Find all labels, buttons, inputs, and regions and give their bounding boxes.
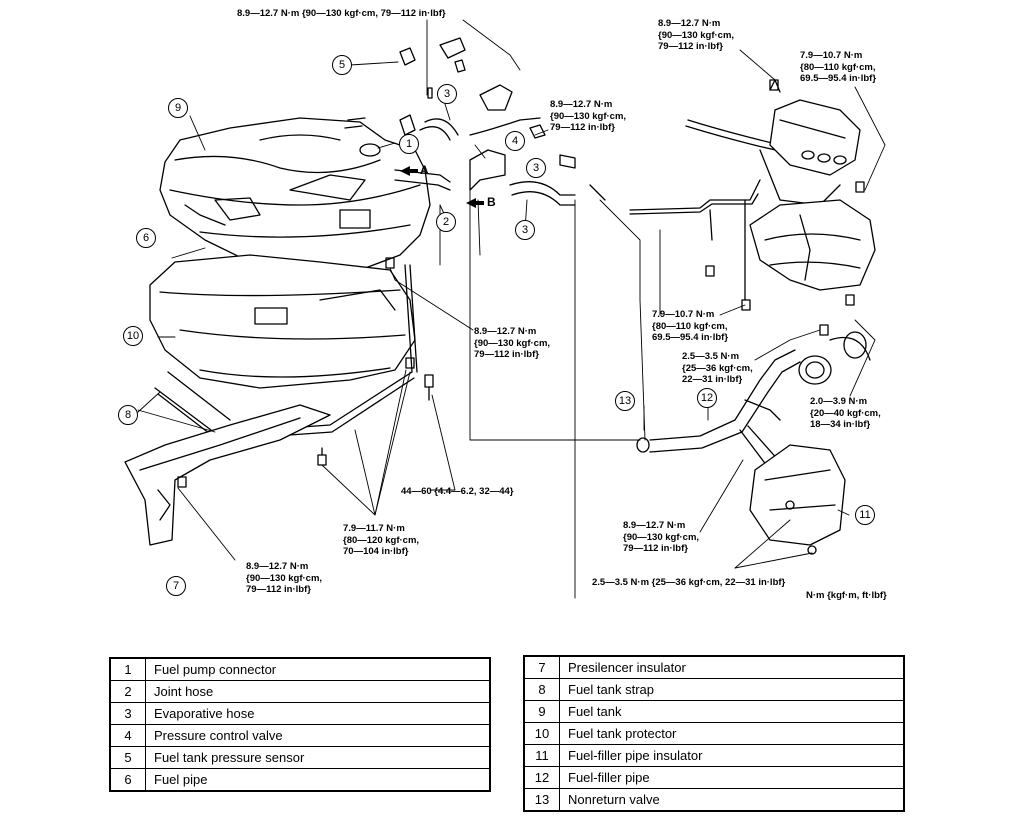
legend-part-name: Nonreturn valve xyxy=(559,788,905,812)
vent-pipe-drawing xyxy=(629,119,781,301)
torque-label-top-right-2: 7.9—10.7 N·m {80—110 kgf·cm, 69.5—95.4 i… xyxy=(800,50,877,84)
legend-part-name: Fuel tank strap xyxy=(559,678,905,701)
legend-number: 9 xyxy=(523,700,560,723)
legend-number: 12 xyxy=(523,766,560,789)
callout-1: 1 xyxy=(399,134,419,154)
callout-3-low: 3 xyxy=(515,220,535,240)
legend-number: 10 xyxy=(523,722,560,745)
callout-10: 10 xyxy=(123,326,143,346)
torque-label-top-center: 8.9—12.7 N·m {90—130 kgf·cm, 79—112 in·l… xyxy=(237,8,446,19)
tank-protector-drawing xyxy=(149,254,416,389)
bolts-drawing xyxy=(177,79,865,488)
legend-part-name: Evaporative hose xyxy=(145,702,491,725)
direction-arrows xyxy=(400,166,484,208)
torque-label-mid-center: 8.9—12.7 N·m {90—130 kgf·cm, 79—112 in·l… xyxy=(474,326,551,360)
callout-13: 13 xyxy=(615,391,635,411)
legend-part-name: Fuel-filler pipe insulator xyxy=(559,744,905,767)
legend-part-name: Pressure control valve xyxy=(145,724,491,747)
presilencer-insulator-drawing xyxy=(124,404,331,546)
legend-number: 2 xyxy=(109,680,146,703)
callout-12: 12 xyxy=(697,388,717,408)
fuel-tank-drawing xyxy=(159,117,431,271)
callout-9: 9 xyxy=(168,98,188,118)
callout-7: 7 xyxy=(166,576,186,596)
legend-number: 7 xyxy=(523,655,560,679)
callout-3-mid: 3 xyxy=(526,158,546,178)
legend-number: 5 xyxy=(109,746,146,769)
legend-part-name: Fuel pipe xyxy=(145,768,491,792)
filler-cap-drawing xyxy=(798,331,871,385)
legend-part-name: Fuel tank pressure sensor xyxy=(145,746,491,769)
callout-8: 8 xyxy=(118,405,138,425)
torque-label-insulator: 8.9—12.7 N·m {90—130 kgf·cm, 79—112 in·l… xyxy=(246,561,323,595)
rear-panel-drawing xyxy=(749,199,876,291)
legend-part-name: Fuel-filler pipe xyxy=(559,766,905,789)
direction-label-b: B xyxy=(487,195,496,209)
callout-4: 4 xyxy=(505,131,525,151)
legend-number: 8 xyxy=(523,678,560,701)
legend-number: 11 xyxy=(523,744,560,767)
torque-label-top-right-1: 8.9—12.7 N·m {90—130 kgf·cm, 79—112 in·l… xyxy=(658,18,735,52)
legend-part-name: Joint hose xyxy=(145,680,491,703)
legend-part-name: Fuel pump connector xyxy=(145,657,491,681)
callout-3-top: 3 xyxy=(437,84,457,104)
torque-label-center-right: 8.9—12.7 N·m {90—130 kgf·cm, 79—112 in·l… xyxy=(550,99,627,133)
legend-part-name: Fuel tank protector xyxy=(559,722,905,745)
evaporative-hoses-drawing xyxy=(344,37,606,206)
legend-number: 3 xyxy=(109,702,146,725)
callout-5: 5 xyxy=(332,55,352,75)
legend-number: 13 xyxy=(523,788,560,812)
torque-label-strap-bolts: 7.9—11.7 N·m {80—120 kgf·cm, 70—104 in·l… xyxy=(343,523,420,557)
legend-number: 1 xyxy=(109,657,146,681)
callout-11: 11 xyxy=(855,505,875,525)
legend-number: 4 xyxy=(109,724,146,747)
legend-part-name: Presilencer insulator xyxy=(559,655,905,679)
legend-number: 6 xyxy=(109,768,146,792)
legend-part-name: Fuel tank xyxy=(559,700,905,723)
direction-label-a: A xyxy=(420,163,429,177)
connection-lines xyxy=(469,189,646,599)
torque-label-filler-bracket: 2.5—3.5 N·m {25—36 kgf·cm, 22—31 in·lbf} xyxy=(682,351,753,385)
torque-label-bottom-right: 2.5—3.5 N·m {25—36 kgf·cm, 22—31 in·lbf} xyxy=(592,577,786,588)
units-note: N·m {kgf·m, ft·lbf} xyxy=(806,590,887,601)
torque-label-pipe-lower: 8.9—12.7 N·m {90—130 kgf·cm, 79—112 in·l… xyxy=(623,520,700,554)
torque-label-mid-right: 7.9—10.7 N·m {80—110 kgf·cm, 69.5—95.4 i… xyxy=(652,309,729,343)
exploded-view-diagram xyxy=(124,19,886,599)
torque-label-filler-cap: 2.0—3.9 N·m {20—40 kgf·cm, 18—34 in·lbf} xyxy=(810,396,881,430)
torque-label-bolt-44: 44—60 {4.4—6.2, 32—44} xyxy=(401,486,514,497)
charcoal-canister-drawing xyxy=(759,79,861,206)
callout-2: 2 xyxy=(436,212,456,232)
fuel-filler-pipe-drawing xyxy=(636,349,801,471)
callout-6: 6 xyxy=(136,228,156,248)
filler-pipe-insulator-drawing xyxy=(749,444,846,555)
